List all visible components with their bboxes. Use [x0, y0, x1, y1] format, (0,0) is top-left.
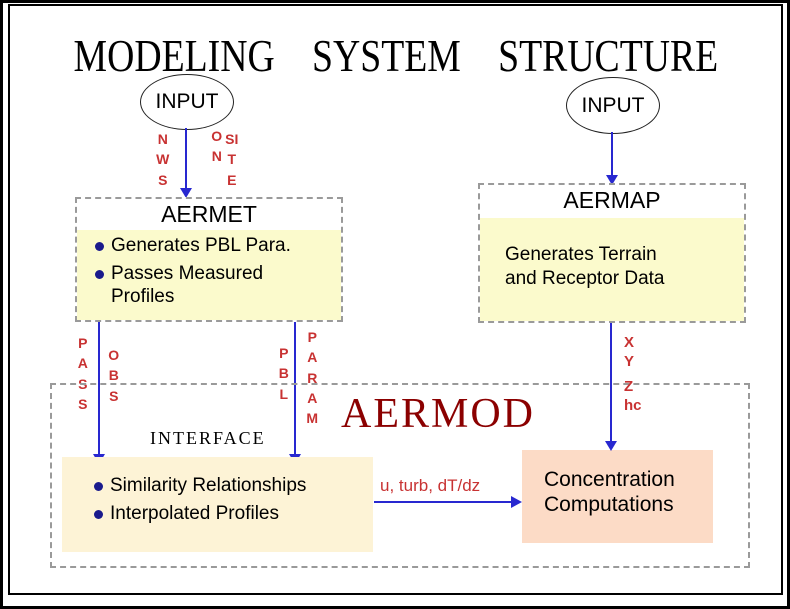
- bullet-icon: [94, 510, 103, 520]
- interface-bullet-1: Similarity Relationships: [110, 475, 307, 496]
- label-xyzhc: X Y Z hc: [624, 334, 642, 416]
- label-param: PARAM: [306, 329, 322, 427]
- label-site: SITE: [225, 131, 239, 188]
- arrow-input-to-aermet-icon: [180, 128, 192, 198]
- input-oval-right: INPUT: [566, 77, 660, 134]
- arrow-interface-to-concentration-icon: [374, 496, 522, 508]
- aermap-body: Generates Terrain and Receptor Data: [480, 218, 744, 321]
- flow-label-u-turb: u, turb, dT/dz: [380, 476, 481, 495]
- interface-bullet-row: Interpolated Profiles: [94, 503, 373, 525]
- page-title: MODELING SYSTEM STRUCTURE: [73, 30, 719, 81]
- concentration-text: Concentration Computations: [544, 468, 675, 517]
- aermet-bullet-row: Generates PBL Para.: [95, 235, 335, 257]
- interface-label: INTERFACE: [150, 428, 266, 448]
- label-z: Z: [624, 377, 634, 395]
- aermod-title: AERMOD: [341, 391, 536, 437]
- input-oval-right-label: INPUT: [581, 93, 645, 117]
- aermet-panel: AERMET Generates PBL Para. Passes Measur…: [75, 197, 343, 322]
- bullet-icon: [95, 270, 104, 280]
- aermod-container: [50, 383, 750, 568]
- label-obs: OBS: [108, 347, 122, 404]
- label-x: X: [624, 334, 635, 351]
- bullet-icon: [95, 242, 104, 251]
- bullet-icon: [94, 482, 103, 491]
- label-hc: hc: [624, 396, 642, 414]
- input-oval-left-label: INPUT: [155, 90, 219, 113]
- interface-bullet-2: Interpolated Profiles: [110, 503, 279, 525]
- label-nws: NWS: [156, 131, 170, 188]
- aermap-body-text: Generates Terrain and Receptor Data: [505, 244, 665, 289]
- label-pbl: PBL: [278, 345, 291, 402]
- aermet-bullet-1: Generates PBL Para.: [111, 235, 291, 256]
- label-y: Y: [624, 352, 635, 370]
- concentration-panel: Concentration Computations: [522, 450, 713, 543]
- interface-bullet-row: Similarity Relationships: [94, 475, 373, 497]
- interface-panel: Similarity Relationships Interpolated Pr…: [62, 457, 373, 552]
- aermet-bullet-2: Passes Measured Profiles: [111, 263, 264, 307]
- arrow-aermap-to-concentration-icon: [605, 323, 617, 451]
- aermet-title: AERMET: [77, 199, 341, 229]
- arrow-input-to-aermap-icon: [606, 132, 618, 185]
- aermet-bullet-row: Passes Measured Profiles: [95, 263, 335, 308]
- label-on: ON: [211, 128, 223, 165]
- aermap-panel: AERMAP Generates Terrain and Receptor Da…: [478, 183, 746, 323]
- aermap-title: AERMAP: [480, 185, 744, 215]
- aermet-body: Generates PBL Para. Passes Measured Prof…: [77, 230, 341, 320]
- input-oval-left: INPUT: [140, 74, 234, 130]
